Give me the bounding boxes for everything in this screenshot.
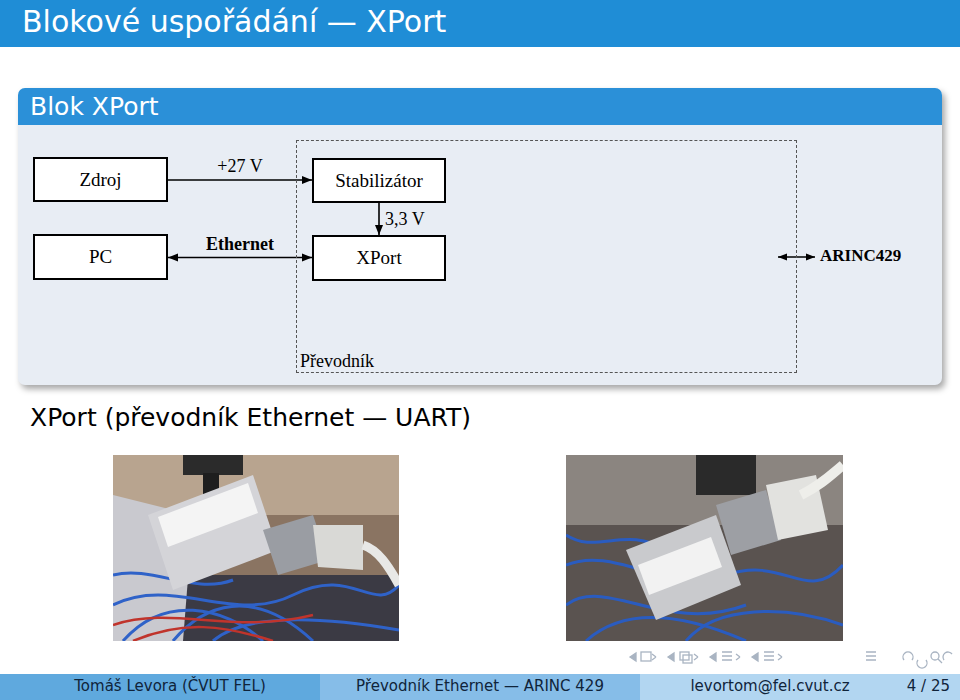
photo-xport-2 [566,455,843,641]
title-bar [0,0,960,47]
bus-label: ARINC429 [820,246,901,266]
footer-bar [640,674,960,700]
process-box: Stabilizátor [312,158,446,203]
edge-label: 3,3 V [385,209,425,230]
connector-arrow [378,203,380,235]
slide-title: Blokové uspořádání — XPort [22,0,446,44]
edge-label: +27 V [217,156,262,177]
box-label: XPort [356,247,401,269]
section-heading: XPort (převodník Ethernet — UART) [30,403,471,432]
box-label: PC [89,246,112,268]
connector-arrow [168,257,312,259]
process-box: PC [33,234,168,280]
photo-xport-1 [113,455,399,641]
footer-page: 4 / 25 [890,677,950,695]
footer-bar [320,674,640,700]
block-panel: Blok XPortZdrojPC Převodník StabilizátorXP… [18,88,942,385]
footer-email: levortom@fel.cvut.cz [650,677,890,695]
block-heading: Blok XPort [18,88,942,125]
process-box: Zdroj [33,157,168,202]
connector-arrow [168,179,312,181]
edge-label: Ethernet [206,234,274,255]
footer-author: Tomáš Levora (ČVUT FEL) [10,677,330,695]
box-label: Zdroj [79,169,121,191]
group-label: Převodník [300,351,374,372]
navigation-symbols [630,652,952,668]
dashed-group: Převodník StabilizátorXPort [296,140,797,373]
box-label: Stabilizátor [335,170,423,192]
footer-title: Převodník Ethernet — ARINC 429 [320,677,640,695]
process-box: XPort [312,235,446,281]
